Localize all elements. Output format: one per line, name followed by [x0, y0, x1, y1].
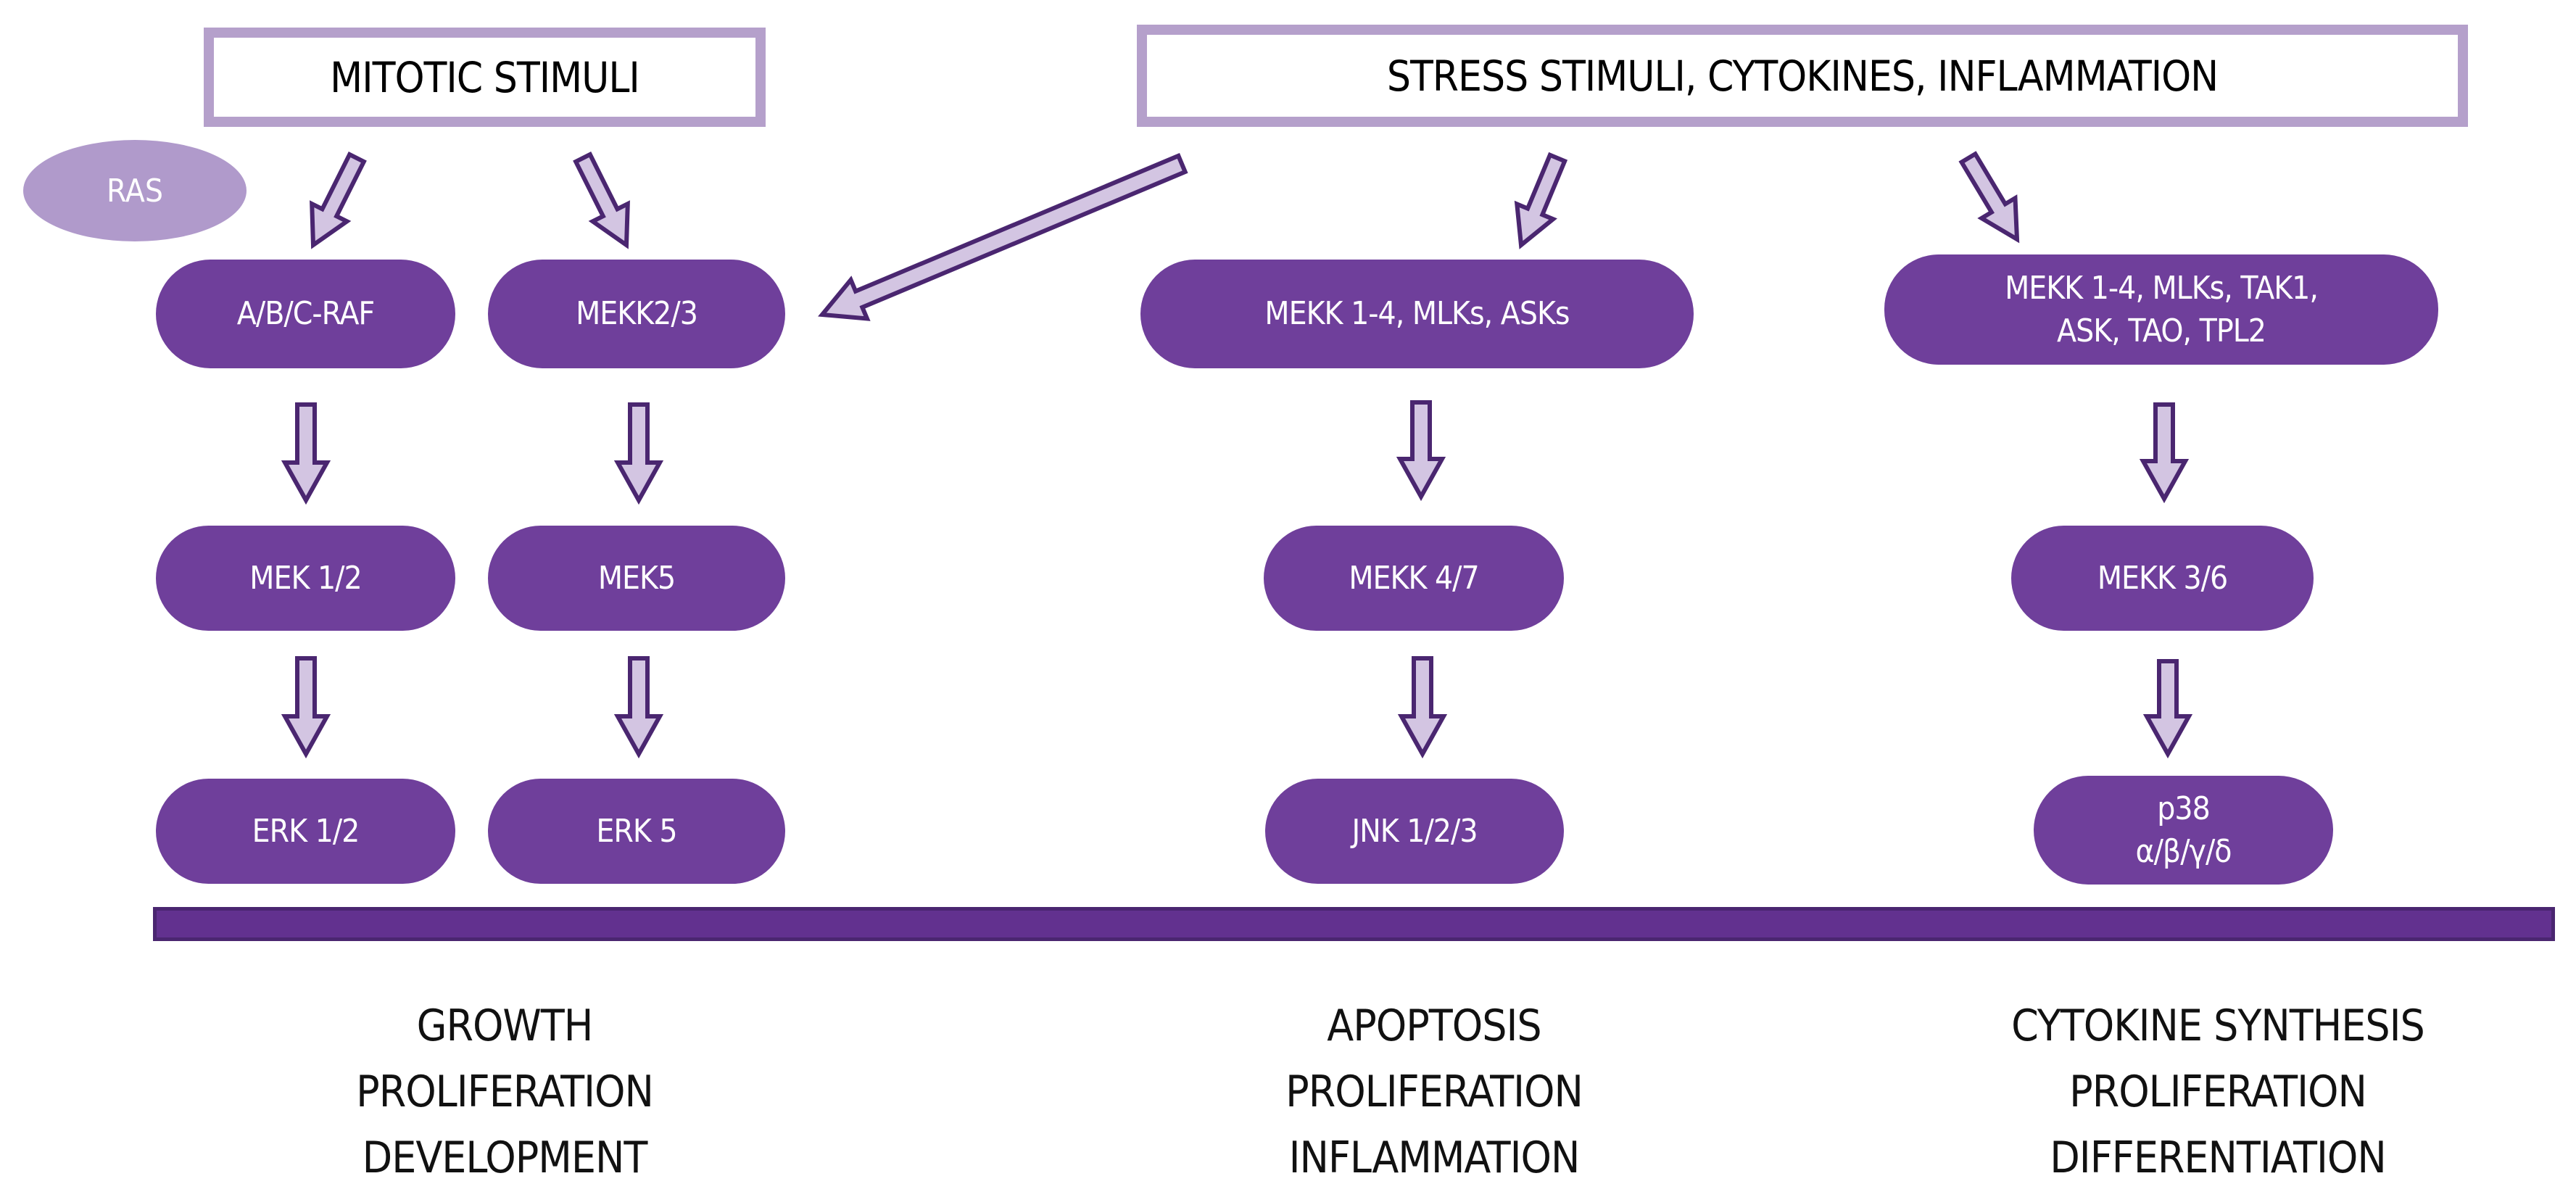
mitotic-stimuli-label: MITOTIC STIMULI	[330, 52, 640, 102]
arrow-stress-to-mekk-tak1	[1958, 151, 2020, 244]
node-abc-raf: A/B/C-RAF	[156, 260, 455, 368]
node-mekk3-6: MEKK 3/6	[2011, 526, 2314, 631]
node-label: MEKK2/3	[576, 295, 698, 333]
arrow-stress-to-mekk14	[1514, 152, 1568, 249]
node-label: ERK 1/2	[252, 812, 360, 850]
outcome-line: INFLAMMATION	[1288, 1132, 1581, 1183]
mitotic-stimuli-box: MITOTIC STIMULI	[204, 28, 766, 127]
arrow-mitotic-to-raf	[310, 152, 367, 249]
node-label: MEK5	[597, 559, 676, 597]
node-label: ERK 5	[596, 812, 677, 850]
stress-stimuli-box: STRESS STIMULI, CYTOKINES, INFLAMMATION	[1137, 25, 2468, 127]
outcome-line: CYTOKINE SYNTHESIS	[2011, 1001, 2425, 1051]
node-label: A/B/C-RAF	[236, 295, 375, 333]
node-mek1-2: MEK 1/2	[156, 526, 455, 631]
outcome-p38: CYTOKINE SYNTHESIS PROLIFERATION DIFFERE…	[1892, 993, 2544, 1191]
stress-stimuli-label: STRESS STIMULI, CYTOKINES, INFLAMMATION	[1386, 51, 2219, 101]
node-p38: p38 α/β/γ/δ	[2034, 776, 2333, 885]
outcome-line: PROLIFERATION	[2069, 1066, 2367, 1117]
node-mekk2-3: MEKK2/3	[488, 260, 785, 368]
outcome-erk: GROWTH PROLIFERATION DEVELOPMENT	[178, 993, 831, 1191]
arrow-tak1-to-mekk36	[2139, 402, 2190, 504]
outcome-line: DIFFERENTIATION	[2050, 1132, 2387, 1183]
arrow-mek12-to-erk12	[281, 656, 331, 759]
node-label-line1: p38	[2157, 790, 2210, 827]
ras-label: RAS	[107, 172, 163, 210]
node-label-line2: α/β/γ/δ	[2135, 833, 2232, 870]
node-erk5: ERK 5	[488, 779, 785, 884]
node-label: JNK 1/2/3	[1351, 812, 1478, 850]
node-label: MEKK 3/6	[2097, 559, 2228, 597]
arrow-mekk36-to-p38	[2142, 659, 2193, 759]
arrow-stress-to-mekk23	[818, 153, 1188, 321]
outcome-line: APOPTOSIS	[1327, 1001, 1541, 1051]
arrow-mekk14-to-mekk47	[1396, 400, 1446, 502]
node-label: MEKK 4/7	[1349, 559, 1479, 597]
outcome-jnk: APOPTOSIS PROLIFERATION INFLAMMATION	[1108, 993, 1760, 1191]
node-erk1-2: ERK 1/2	[156, 779, 455, 884]
outcome-line: PROLIFERATION	[356, 1066, 654, 1117]
node-label: MEK 1/2	[249, 559, 362, 597]
membrane-divider-bar	[153, 907, 2555, 941]
arrow-mek5-to-erk5	[613, 656, 664, 759]
node-label-line1: MEKK 1-4, MLKs, TAK1,	[2005, 269, 2319, 307]
arrow-mekk47-to-jnk	[1397, 656, 1448, 759]
node-label: MEKK 1-4, MLKs, ASKs	[1264, 295, 1570, 333]
arrow-mitotic-to-mekk23	[573, 152, 630, 249]
outcome-line: DEVELOPMENT	[362, 1132, 648, 1183]
arrow-mekk23-to-mek5	[613, 402, 664, 505]
node-mek5: MEK5	[488, 526, 785, 631]
node-jnk1-2-3: JNK 1/2/3	[1265, 779, 1564, 884]
ras-node: RAS	[23, 140, 247, 241]
node-label-line2: ASK, TAO, TPL2	[2057, 312, 2266, 349]
outcome-line: PROLIFERATION	[1285, 1066, 1583, 1117]
arrow-raf-to-mek12	[281, 402, 331, 505]
node-mekk1-4-mlks-tak1: MEKK 1-4, MLKs, TAK1, ASK, TAO, TPL2	[1884, 254, 2438, 365]
outcome-line: GROWTH	[416, 1001, 594, 1051]
node-mekk4-7: MEKK 4/7	[1264, 526, 1564, 631]
node-mekk1-4-mlks-asks: MEKK 1-4, MLKs, ASKs	[1140, 260, 1694, 368]
